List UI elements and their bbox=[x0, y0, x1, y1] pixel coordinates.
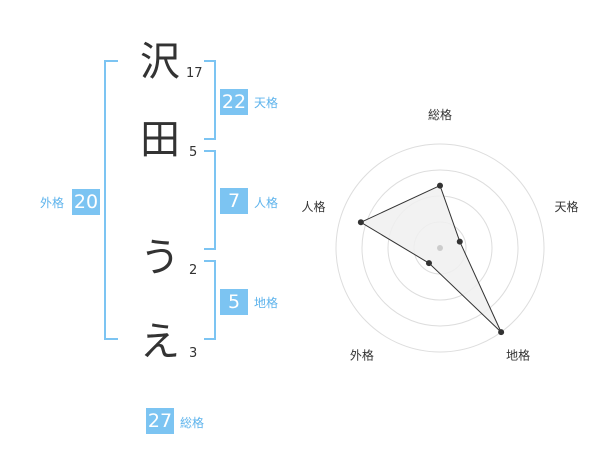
name-char-3: う bbox=[140, 235, 180, 281]
chikaku-bracket bbox=[204, 260, 216, 340]
tenkaku-label: 天格 bbox=[254, 96, 279, 110]
radar-point-5 bbox=[357, 219, 364, 226]
soukaku-value: 27 bbox=[146, 408, 174, 434]
gaikaku-bracket bbox=[104, 60, 118, 340]
radar-axis-label: 天格 bbox=[554, 199, 578, 214]
stroke-count-3: 2 bbox=[189, 263, 198, 278]
radar-axis-label: 地格 bbox=[506, 348, 530, 363]
tenkaku-value: 22 bbox=[220, 89, 248, 115]
radar-point-4 bbox=[425, 260, 432, 267]
tenkaku-bracket bbox=[204, 60, 216, 140]
gaikaku-value: 20 bbox=[72, 189, 100, 215]
radar-axis-label: 外格 bbox=[350, 348, 374, 363]
radar-axis-label: 総格 bbox=[428, 107, 452, 122]
stroke-count-1: 17 bbox=[186, 66, 203, 81]
radar-ring bbox=[335, 143, 545, 353]
radar-point-2 bbox=[456, 238, 463, 245]
stroke-count-4: 3 bbox=[189, 346, 198, 361]
radar-ring bbox=[361, 169, 519, 327]
gaikaku-label: 外格 bbox=[40, 196, 65, 210]
name-char-1: 沢 bbox=[140, 39, 180, 85]
jinkaku-bracket bbox=[204, 150, 216, 250]
jinkaku-value: 7 bbox=[220, 188, 248, 214]
stroke-count-2: 5 bbox=[189, 145, 198, 160]
radar-center-dot bbox=[437, 245, 443, 251]
soukaku-label: 総格 bbox=[180, 416, 205, 430]
name-char-2: 田 bbox=[140, 117, 180, 163]
chikaku-label: 地格 bbox=[254, 296, 279, 310]
radar-point-1 bbox=[437, 182, 443, 189]
jinkaku-label: 人格 bbox=[254, 196, 279, 210]
radar-axis-label: 人格 bbox=[302, 199, 326, 214]
radar-point-3 bbox=[498, 329, 505, 336]
name-char-4: え bbox=[140, 319, 180, 365]
radar-area bbox=[359, 184, 502, 333]
chikaku-value: 5 bbox=[220, 289, 248, 315]
